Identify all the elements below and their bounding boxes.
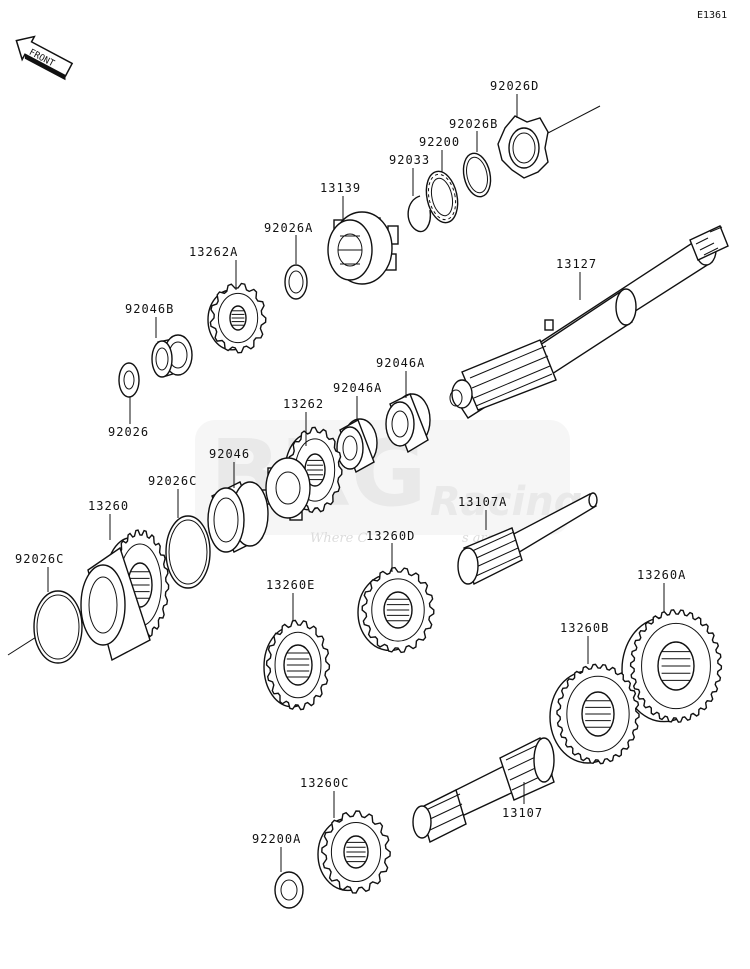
bearing-92046B — [151, 334, 193, 378]
label-13260C: 13260C — [300, 776, 349, 790]
circlip-92033 — [407, 195, 432, 233]
front-arrow-icon: FRONT — [15, 35, 74, 81]
shaft-13127 — [449, 225, 729, 419]
shaft-13107A — [457, 492, 598, 586]
label-13260: 13260 — [88, 499, 129, 513]
label-13260A: 13260A — [637, 568, 686, 582]
washer-92026A — [284, 264, 308, 300]
washer-92026D — [497, 115, 549, 179]
gear-13262A — [207, 282, 267, 354]
label-13260D: 13260D — [366, 529, 415, 543]
label-92026D: 92026D — [490, 79, 539, 93]
leader-lines — [47, 94, 665, 872]
label-92026C-upper: 92026C — [148, 474, 197, 488]
label-13107: 13107 — [502, 806, 543, 820]
label-13262: 13262 — [283, 397, 324, 411]
ring-92026B — [462, 152, 492, 198]
bearing-92046 — [207, 481, 269, 553]
label-92200: 92200 — [419, 135, 460, 149]
label-13262A: 13262A — [189, 245, 238, 259]
label-92046A-2: 92046A — [333, 381, 382, 395]
axis-line-top — [547, 105, 601, 134]
part-labels: 92026D 92026B 92200 92033 13139 92026A 1… — [15, 79, 686, 846]
gear-13260C — [317, 810, 391, 894]
washer-92026 — [118, 362, 140, 398]
label-92026A: 92026A — [264, 221, 313, 235]
label-92026: 92026 — [108, 425, 149, 439]
label-13139: 13139 — [320, 181, 361, 195]
label-13260B: 13260B — [560, 621, 609, 635]
hub-13139 — [327, 211, 399, 285]
label-13107A: 13107A — [458, 495, 507, 509]
ring-92026C-upper — [165, 515, 211, 589]
label-92026C-lower: 92026C — [15, 552, 64, 566]
washer-92200 — [425, 170, 459, 224]
gear-13260A — [621, 609, 723, 723]
label-92026B: 92026B — [449, 117, 498, 131]
ring-92026C-lower — [33, 590, 83, 664]
label-92046B: 92046B — [125, 302, 174, 316]
shaft-13107 — [412, 737, 555, 844]
label-13260E: 13260E — [266, 578, 315, 592]
label-92200A: 92200A — [252, 832, 301, 846]
label-92046A-1: 92046A — [376, 356, 425, 370]
gear-13260E — [263, 619, 331, 711]
bearing-92046A-2 — [336, 418, 378, 474]
diagram-code: E1361 — [697, 10, 727, 21]
gear-13260B — [549, 663, 640, 765]
washer-92200A — [274, 871, 304, 909]
gear-13260D — [357, 566, 435, 654]
housing-13260 — [80, 546, 151, 662]
watermark-tagline: Where C — [310, 531, 367, 546]
bearing-92046A-1 — [385, 393, 431, 454]
label-92046: 92046 — [209, 447, 250, 461]
dog-hub-13262 — [261, 457, 311, 521]
label-13127: 13127 — [556, 257, 597, 271]
label-92033: 92033 — [389, 153, 430, 167]
